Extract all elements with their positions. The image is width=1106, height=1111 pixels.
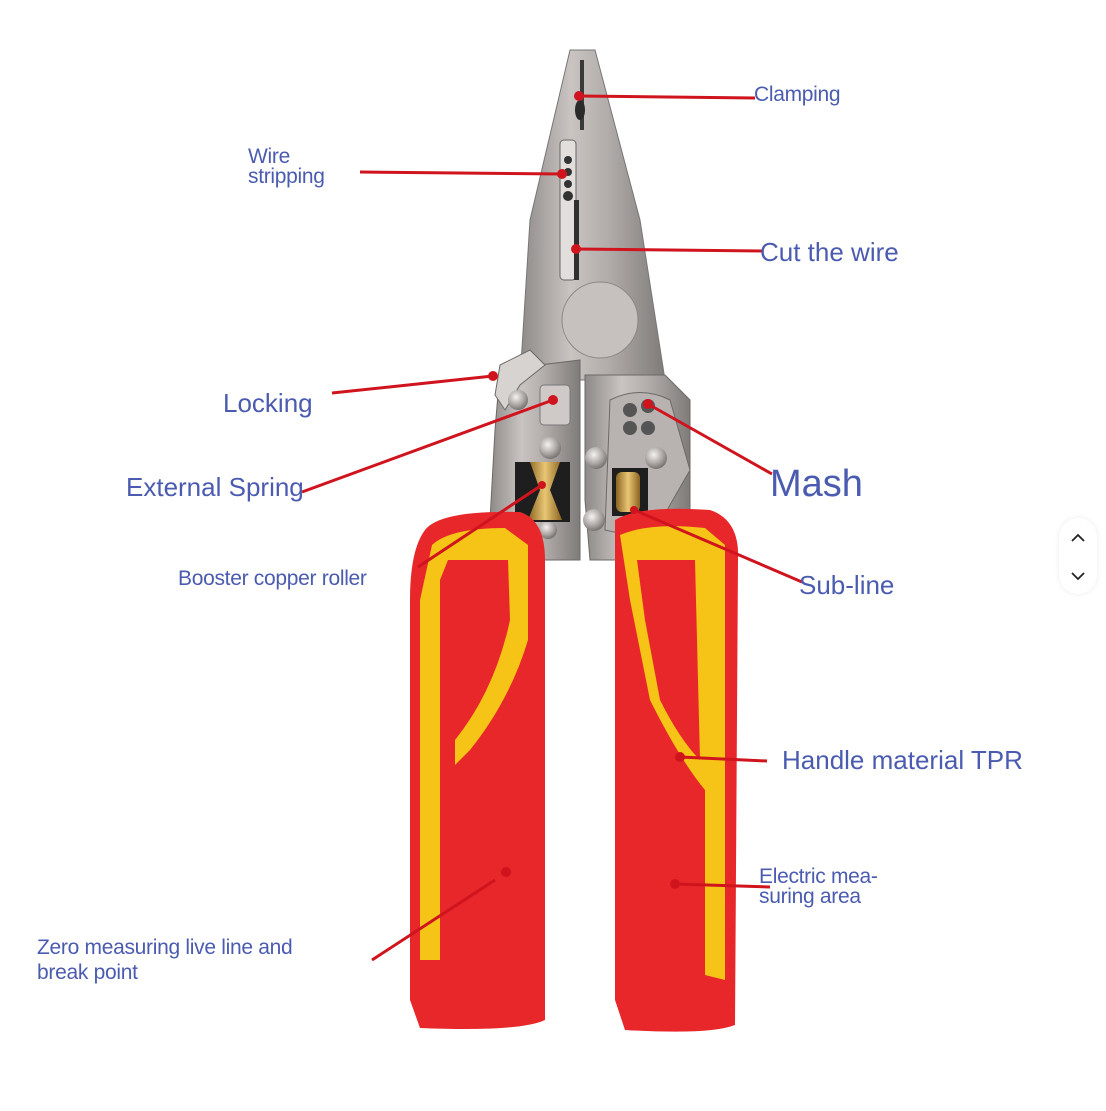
- label-zero-measuring-line2: break point: [37, 961, 138, 985]
- label-electric-measuring: Electric mea- suring area: [759, 865, 878, 908]
- label-zero-measuring: Zero measuring live line and break point: [37, 935, 293, 985]
- label-cut-the-wire: Cut the wire: [760, 237, 899, 267]
- scroll-up-button[interactable]: [1059, 520, 1097, 556]
- label-wire-stripping-line2: stripping: [248, 164, 325, 188]
- label-handle-material: Handle material TPR: [782, 745, 1023, 775]
- label-mash: Mash: [770, 463, 863, 505]
- label-clamping: Clamping: [754, 83, 841, 106]
- label-electric-measuring-line2: suring area: [759, 884, 861, 908]
- left-handle: [410, 511, 545, 1029]
- label-external-spring: External Spring: [126, 472, 304, 502]
- pliers-jaw: [519, 49, 666, 381]
- chevron-up-icon: [1071, 533, 1085, 542]
- label-wire-stripping: Wire stripping: [248, 145, 325, 188]
- scroll-down-button[interactable]: [1059, 558, 1097, 594]
- label-sub-line: Sub-line: [799, 570, 895, 600]
- right-handle: [615, 508, 739, 1032]
- scroll-widget: [1059, 518, 1097, 594]
- leader-lines: [301, 91, 803, 962]
- label-locking: Locking: [223, 388, 313, 418]
- label-wire-stripping-line1: Wire: [248, 145, 290, 168]
- label-booster-copper-roller: Booster copper roller: [178, 567, 367, 590]
- label-zero-measuring-line1: Zero measuring live line and: [37, 936, 293, 959]
- label-electric-measuring-line1: Electric mea-: [759, 865, 878, 888]
- chevron-down-icon: [1071, 572, 1085, 581]
